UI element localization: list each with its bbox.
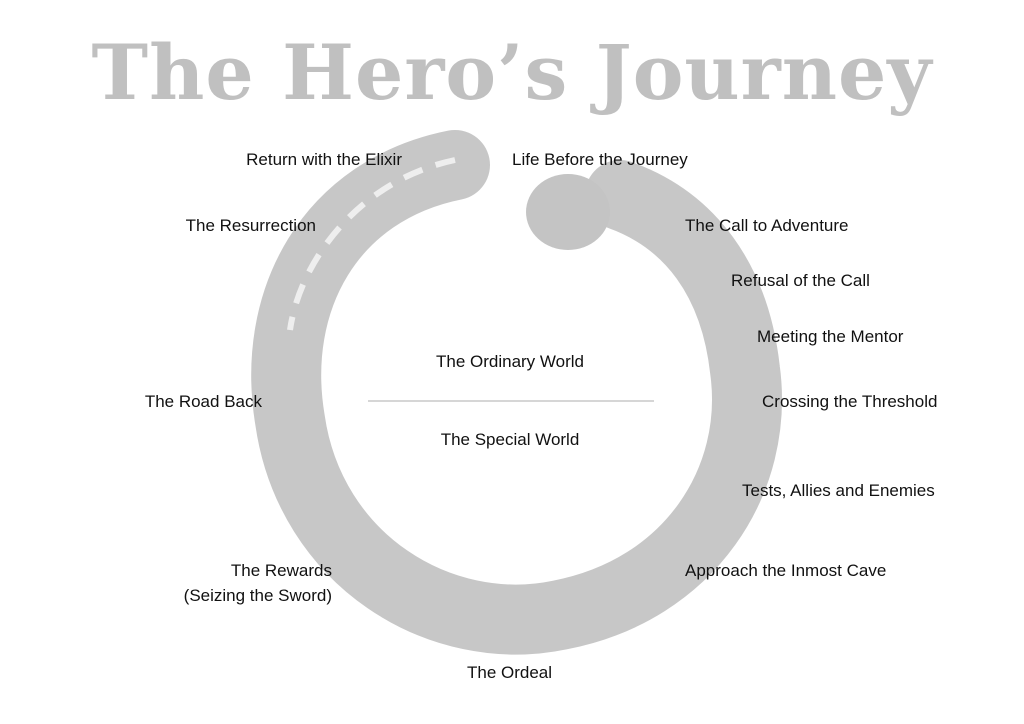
stage-4: Meeting the Mentor [757,327,904,346]
stage-1: Life Before the Journey [512,150,688,169]
stage-6: Tests, Allies and Enemies [742,481,935,500]
center-special-world: The Special World [440,430,580,449]
center-ordinary-world: The Ordinary World [435,352,584,371]
stage-8: The Ordeal [467,663,553,682]
stage-3: Refusal of the Call [731,271,870,290]
stage-11: The Resurrection [185,216,316,235]
stage-12: Return with the Elixir [246,150,402,169]
stage-7: Approach the Inmost Cave [685,561,887,580]
stage-10: The Road Back [144,392,262,411]
page-title: The Hero’s Journey [91,28,933,117]
stage-9-sub: (Seizing the Sword) [183,586,332,605]
stage-2: The Call to Adventure [685,216,849,235]
stage-5: Crossing the Threshold [762,392,938,411]
stage-9: The Rewards [230,561,332,580]
